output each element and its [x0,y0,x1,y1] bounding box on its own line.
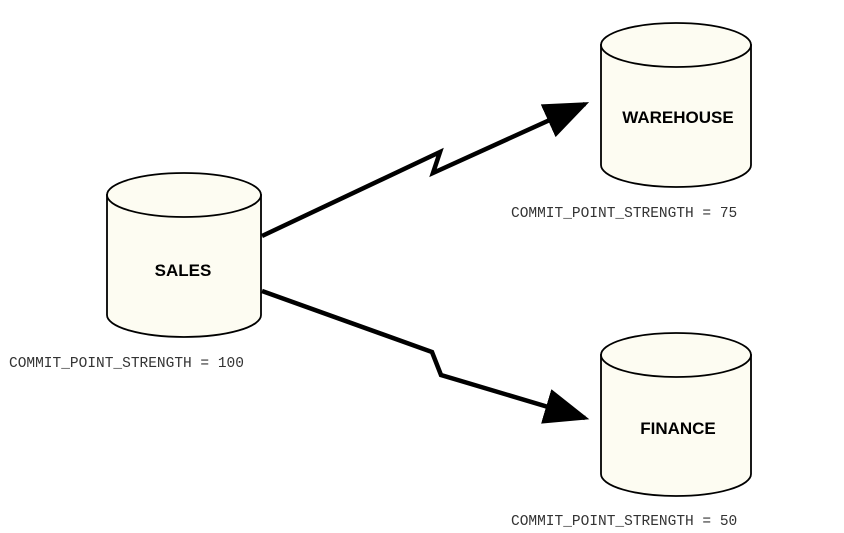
finance-cylinder-body [600,354,752,497]
warehouse-database-name: WAREHOUSE [622,108,733,127]
sales-cylinder-top [106,172,262,218]
warehouse-cylinder-body [600,44,752,188]
finance-database-name: FINANCE [640,419,716,438]
warehouse-database-cylinder: WAREHOUSE [600,22,752,188]
sales-commit-point-strength: COMMIT_POINT_STRENGTH = 100 [9,356,244,372]
finance-cylinder-top [600,332,752,378]
finance-commit-point-strength: COMMIT_POINT_STRENGTH = 50 [511,514,738,530]
link-sales-to-warehouse [261,101,590,239]
warehouse-cylinder-top [600,22,752,68]
sales-database-cylinder: SALES [106,172,262,338]
finance-database-cylinder: FINANCE [600,332,752,497]
warehouse-commit-point-strength: COMMIT_POINT_STRENGTH = 75 [511,206,738,222]
sales-cylinder-body [106,194,262,338]
sales-database-name: SALES [155,261,212,280]
link-sales-to-finance [261,288,590,424]
